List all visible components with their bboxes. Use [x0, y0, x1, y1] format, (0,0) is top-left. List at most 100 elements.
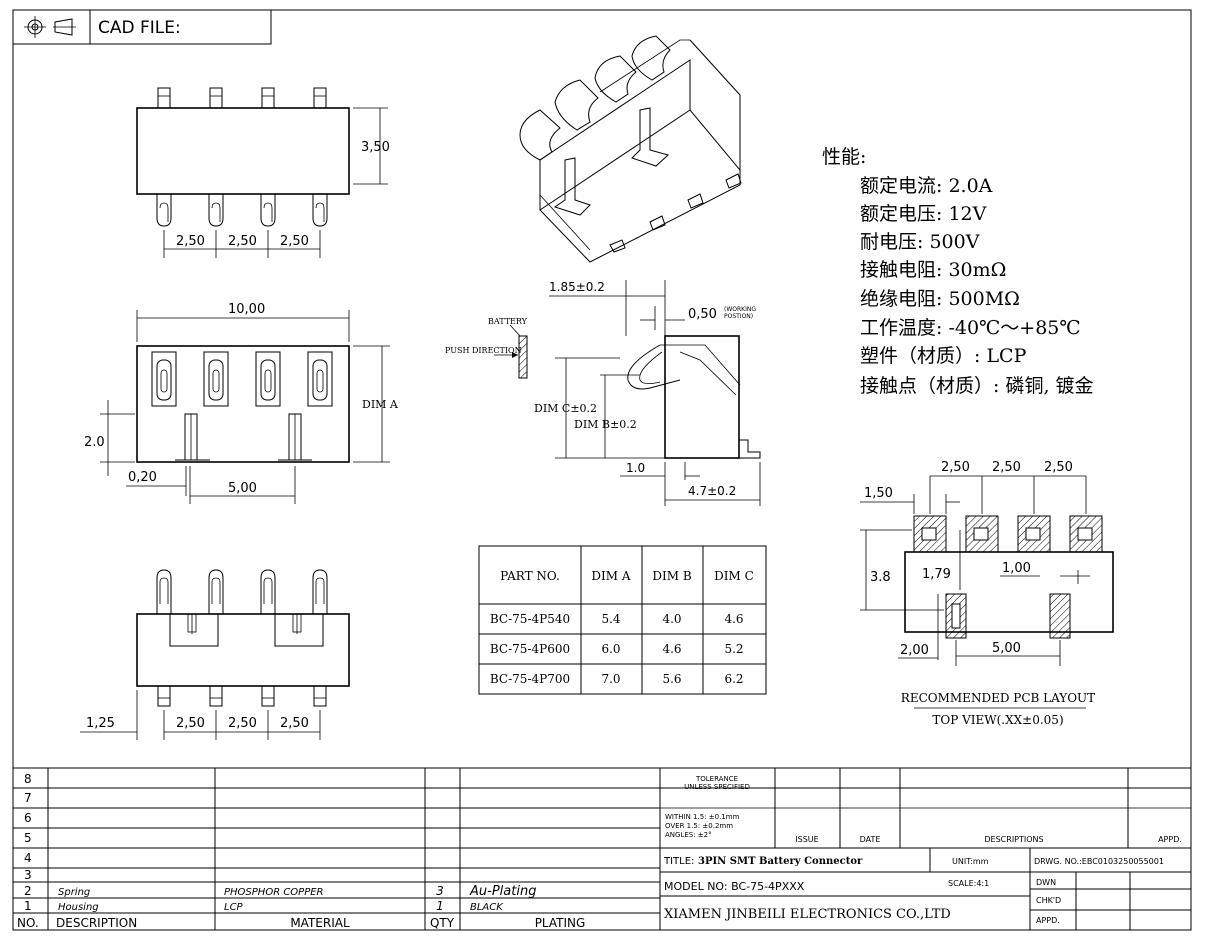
table-cell: 6.2: [724, 672, 743, 686]
bom-no: 2: [24, 884, 32, 898]
projection-symbol-icon: [24, 16, 76, 38]
title-label: TITLE:: [663, 856, 694, 867]
dim-4-7: 4.7±0.2: [688, 484, 736, 498]
bom-qty: 1: [436, 899, 444, 913]
dwn-label: DWN: [1036, 878, 1056, 887]
appd-header: APPD.: [1158, 835, 1182, 844]
dim-1-0: 1.0: [626, 461, 645, 475]
spec-item: 耐电压: 500V: [860, 231, 980, 253]
pitch-label: 2,50: [280, 234, 309, 249]
side-view: BATTERY PUSH DIRECTION 1.85±0.2 0,50 (WO…: [445, 280, 761, 506]
push-direction-label: PUSH DIRECTION: [445, 346, 522, 355]
table-cell: 5.6: [662, 672, 681, 686]
table-cell: BC-75-4P700: [490, 672, 570, 686]
pcb-caption-sub: TOP VIEW(.XX±0.05): [932, 713, 1063, 727]
title-block: 8 7 6 5 4 3 2 1 Spring Housing PHOSPHOR …: [13, 767, 1191, 930]
dim-10-00: 10,00: [228, 302, 265, 317]
table-header-dim-a: DIM A: [591, 569, 630, 583]
bom-no: 1: [24, 899, 32, 913]
position-label: POSTION): [724, 313, 753, 320]
pcb-dim-5-00: 5,00: [992, 641, 1021, 656]
pcb-dim-2-00: 2,00: [900, 643, 929, 658]
pitch-label: 2,50: [280, 716, 309, 731]
table-cell: 6.0: [601, 642, 620, 656]
pitch-label: 2,50: [228, 716, 257, 731]
table-cell: 5.4: [601, 612, 620, 626]
working-label: (WORKING: [724, 306, 756, 313]
spec-item: 额定电流: 2.0A: [860, 175, 993, 197]
bom-no: 3: [24, 868, 32, 882]
tolerance-within: WITHIN 1.5: ±0.1mm: [665, 813, 740, 821]
spec-item: 绝缘电阻: 500MΩ: [860, 288, 1020, 310]
dim-5-00: 5,00: [228, 481, 257, 496]
table-cell: 4.6: [724, 612, 743, 626]
title-value: 3PIN SMT Battery Connector: [698, 856, 863, 867]
specs-title: 性能:: [822, 146, 866, 168]
cad-file-label: CAD FILE:: [98, 18, 181, 38]
bom-material: LCP: [224, 902, 244, 913]
pcb-dim: 2,50: [1044, 460, 1073, 475]
col-plating: PLATING: [535, 916, 586, 930]
unit-label: UNIT:mm: [952, 857, 989, 866]
tolerance-over: OVER 1.5: ±0.2mm: [665, 822, 733, 830]
bom-desc: Housing: [58, 902, 99, 913]
table-cell: BC-75-4P540: [490, 612, 570, 626]
bom-qty: 3: [436, 884, 444, 898]
battery-icon: [518, 335, 528, 379]
dim-0-50: 0,50: [688, 307, 717, 322]
table-cell: 4.6: [662, 642, 681, 656]
col-description: DESCRIPTION: [56, 916, 137, 930]
scale-label: SCALE:4:1: [948, 879, 989, 888]
pcb-dim: 2,50: [941, 460, 970, 475]
bom-material: PHOSPHOR COPPER: [224, 887, 324, 898]
isometric-view: [519, 35, 742, 263]
dim-0-20: 0,20: [128, 470, 157, 485]
specifications: 性能: 额定电流: 2.0A 额定电压: 12V 耐电压: 500V 接触电阻:…: [822, 146, 1094, 397]
bom-no: 5: [24, 831, 32, 845]
col-no: NO.: [17, 916, 39, 930]
dim-3-50: 3,50: [361, 140, 390, 155]
pitch-label: 2,50: [176, 716, 205, 731]
spec-item: 额定电压: 12V: [860, 203, 987, 225]
table-header-part-no: PART NO.: [500, 569, 560, 583]
company-name: XIAMEN JINBEILI ELECTRONICS CO.,LTD: [664, 907, 951, 922]
date-header: DATE: [860, 835, 881, 844]
front-view: 10,00 DIM A 2.0 0,20 5,00: [84, 302, 399, 504]
col-material: MATERIAL: [290, 916, 350, 930]
pcb-caption: RECOMMENDED PCB LAYOUT: [901, 691, 1095, 705]
dim-2-0: 2.0: [84, 435, 105, 450]
bom-desc: Spring: [58, 887, 90, 898]
spec-item: 接触电阻: 30mΩ: [860, 259, 1006, 281]
dim-1-25: 1,25: [86, 716, 115, 731]
tolerance-sub: UNLESS SPECIFIED: [684, 783, 750, 791]
pcb-dim-1-79: 1,79: [922, 567, 951, 582]
bom-plating: Au-Plating: [469, 884, 536, 899]
table-header-dim-b: DIM B: [652, 569, 691, 583]
pitch-label: 2,50: [176, 234, 205, 249]
dim-a-label: DIM A: [362, 398, 399, 411]
dim-c-label: DIM C±0.2: [534, 402, 597, 415]
table-cell: 5.2: [724, 642, 743, 656]
pcb-dim-1-50: 1,50: [864, 486, 893, 501]
dim-b-label: DIM B±0.2: [574, 418, 637, 431]
pcb-dim-1-00: 1,00: [1002, 561, 1031, 576]
pcb-dim-3-8: 3.8: [870, 570, 891, 585]
pitch-label: 2,50: [228, 234, 257, 249]
table-cell: 4.0: [662, 612, 681, 626]
issue-header: ISSUE: [795, 835, 818, 844]
sheet-border: [12, 9, 1192, 931]
appd-label: APPD.: [1036, 916, 1060, 925]
tolerance-label: TOLERANCE: [695, 775, 738, 783]
pcb-layout: 2,50 2,50 2,50 1,50 3.8 1,79 1,00 2,00 5…: [860, 460, 1114, 727]
descriptions-header: DESCRIPTIONS: [984, 835, 1043, 844]
table-header-dim-c: DIM C: [714, 569, 754, 583]
bom-no: 7: [24, 791, 32, 805]
spec-item: 接触点（材质）: 磷铜, 镀金: [860, 375, 1094, 397]
dimension-table: PART NO. DIM A DIM B DIM C BC-75-4P540 5…: [478, 545, 767, 695]
tolerance-angles: ANGLES: ±2°: [665, 831, 712, 839]
bottom-view: 1,25 2,50 2,50 2,50: [80, 569, 350, 740]
bom-no: 8: [24, 772, 32, 786]
bom-no: 4: [24, 851, 32, 865]
table-cell: 7.0: [601, 672, 620, 686]
